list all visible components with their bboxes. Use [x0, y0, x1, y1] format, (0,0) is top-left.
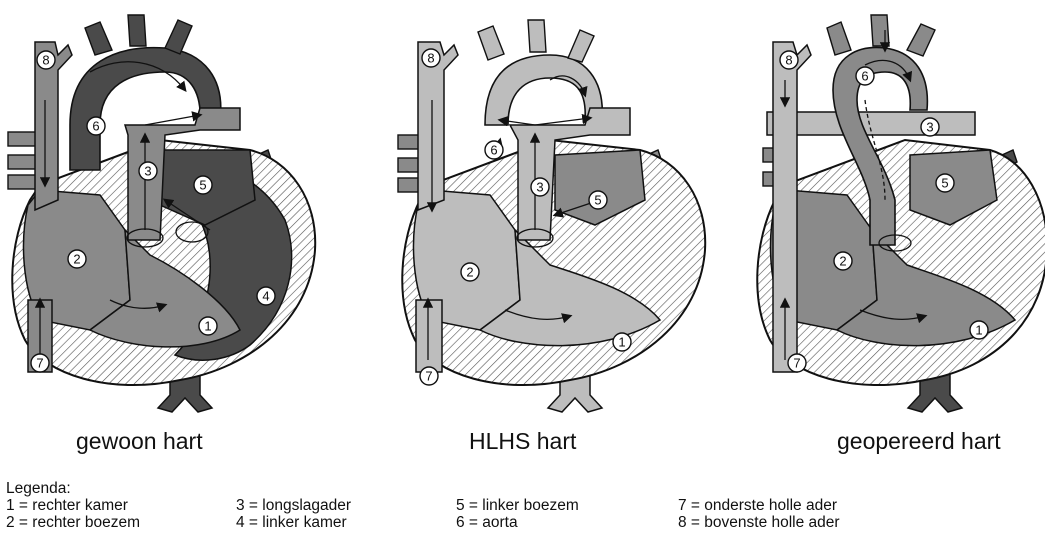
label-6: 6	[485, 141, 503, 159]
label-6: 6	[87, 117, 105, 135]
legend-item-2: 2 = rechter boezem	[6, 514, 140, 531]
label-8: 8	[422, 49, 440, 67]
legend-column-3: 5 = linker boezem 6 = aorta	[456, 497, 579, 531]
label-3: 3	[921, 118, 939, 136]
legend-column-1: 1 = rechter kamer 2 = rechter boezem	[6, 497, 140, 531]
inferior-vena-cava	[416, 300, 442, 372]
aorta	[485, 55, 602, 125]
operated-heart-diagram: 1 2 3 5 6 7 8	[745, 0, 1045, 420]
label-2: 2	[68, 250, 86, 268]
svg-text:5: 5	[941, 176, 948, 191]
caption-normal-heart: gewoon hart	[76, 428, 203, 455]
label-2: 2	[834, 252, 852, 270]
svg-text:3: 3	[144, 164, 151, 179]
label-5: 5	[589, 191, 607, 209]
svg-text:3: 3	[536, 180, 543, 195]
svg-text:6: 6	[92, 119, 99, 134]
label-3: 3	[139, 162, 157, 180]
svg-text:2: 2	[839, 254, 846, 269]
svg-text:7: 7	[425, 369, 432, 384]
svg-text:1: 1	[204, 319, 211, 334]
label-5: 5	[936, 174, 954, 192]
label-3: 3	[531, 178, 549, 196]
legend-item-4: 4 = linker kamer	[236, 514, 351, 531]
legend-column-4: 7 = onderste holle ader 8 = bovenste hol…	[678, 497, 840, 531]
label-7: 7	[31, 354, 49, 372]
label-1: 1	[970, 321, 988, 339]
legend-title: Legenda:	[6, 480, 71, 497]
legend-item-3: 3 = longslagader	[236, 497, 351, 514]
legend-column-2: 3 = longslagader 4 = linker kamer	[236, 497, 351, 531]
svg-text:2: 2	[73, 252, 80, 267]
hlhs-heart-diagram: 1 2 3 5 6 7 8	[390, 0, 720, 420]
svg-text:1: 1	[618, 335, 625, 350]
legend-item-1: 1 = rechter kamer	[6, 497, 140, 514]
panel-hlhs-heart: 1 2 3 5 6 7 8	[390, 0, 720, 420]
label-4: 4	[257, 287, 275, 305]
label-2: 2	[461, 263, 479, 281]
svg-text:6: 6	[490, 143, 497, 158]
svg-text:3: 3	[926, 120, 933, 135]
label-8: 8	[37, 51, 55, 69]
normal-heart-diagram: 1 2 3 4 5 6 7 8	[0, 0, 330, 420]
legend-item-7: 7 = onderste holle ader	[678, 497, 840, 514]
legend-item-8: 8 = bovenste holle ader	[678, 514, 840, 531]
label-7: 7	[788, 354, 806, 372]
label-1: 1	[613, 333, 631, 351]
label-6: 6	[856, 67, 874, 85]
legend-item-5: 5 = linker boezem	[456, 497, 579, 514]
label-5: 5	[194, 176, 212, 194]
svg-text:6: 6	[861, 69, 868, 84]
legend-item-6: 6 = aorta	[456, 514, 579, 531]
svg-text:5: 5	[594, 193, 601, 208]
panel-operated-heart: 1 2 3 5 6 7 8	[745, 0, 1045, 420]
panel-normal-heart: 1 2 3 4 5 6 7 8	[0, 0, 330, 420]
svg-text:7: 7	[36, 356, 43, 371]
caption-operated-heart: geopereerd hart	[837, 428, 1001, 455]
svg-text:5: 5	[199, 178, 206, 193]
svg-text:1: 1	[975, 323, 982, 338]
svg-text:4: 4	[262, 289, 269, 304]
label-7: 7	[420, 367, 438, 385]
svg-text:2: 2	[466, 265, 473, 280]
svg-text:7: 7	[793, 356, 800, 371]
caption-hlhs-heart: HLHS hart	[469, 428, 576, 455]
svg-text:8: 8	[427, 51, 434, 66]
label-1: 1	[199, 317, 217, 335]
label-8: 8	[780, 51, 798, 69]
svg-text:8: 8	[42, 53, 49, 68]
svg-text:8: 8	[785, 53, 792, 68]
